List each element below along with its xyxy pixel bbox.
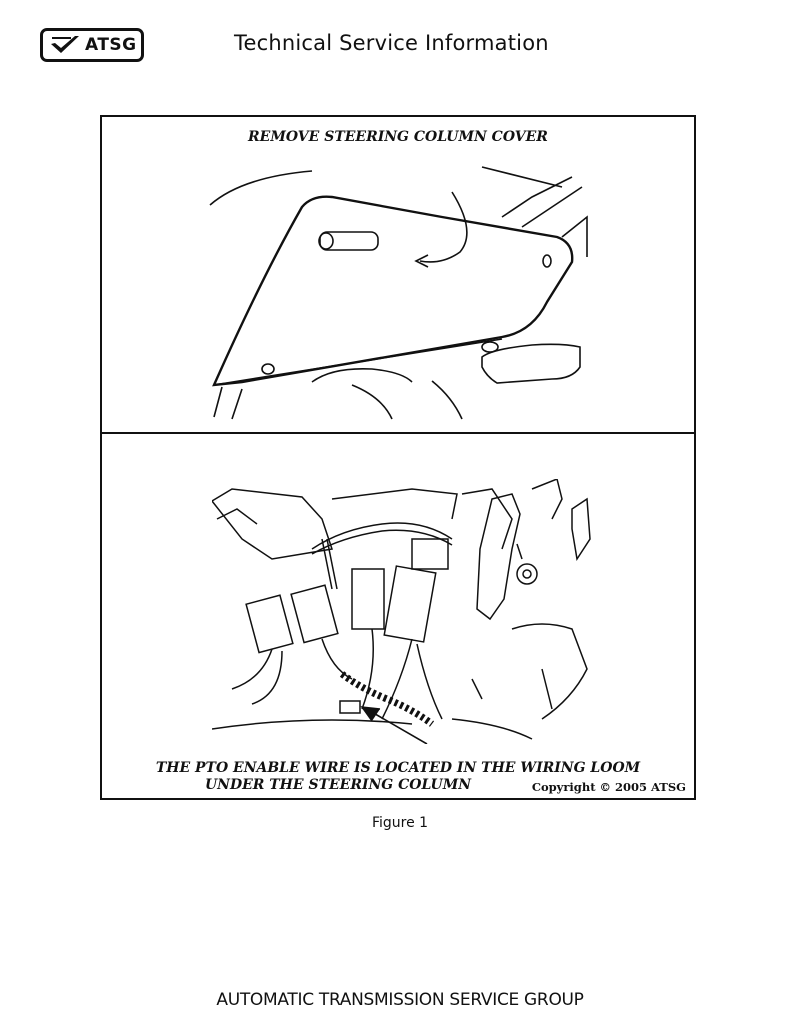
- page-title: Technical Service Information: [234, 31, 549, 55]
- logo-text: ATSG: [85, 35, 137, 55]
- panel-wiring-loom: THE PTO ENABLE WIRE IS LOCATED IN THE WI…: [102, 434, 694, 798]
- steering-column-cover-drawing: [209, 166, 588, 420]
- bottom-caption-line1: THE PTO ENABLE WIRE IS LOCATED IN THE WI…: [155, 760, 641, 776]
- atsg-logo: ATSG: [40, 28, 144, 62]
- figure-label: Figure 1: [371, 815, 429, 831]
- footer-text: AUTOMATIC TRANSMISSION SERVICE GROUP: [216, 990, 584, 1010]
- figure-frame: REMOVE STEERING COLUMN COVER: [100, 115, 696, 800]
- checkmark-icon: [51, 36, 79, 53]
- panel-steering-cover: REMOVE STEERING COLUMN COVER: [102, 117, 694, 434]
- copyright-notice: Copyright © 2005 ATSG: [531, 780, 686, 794]
- bottom-caption-line2: UNDER THE STEERING COLUMN: [204, 777, 472, 793]
- wiring-loom-drawing: [212, 479, 591, 744]
- top-caption: REMOVE STEERING COLUMN COVER: [248, 129, 548, 145]
